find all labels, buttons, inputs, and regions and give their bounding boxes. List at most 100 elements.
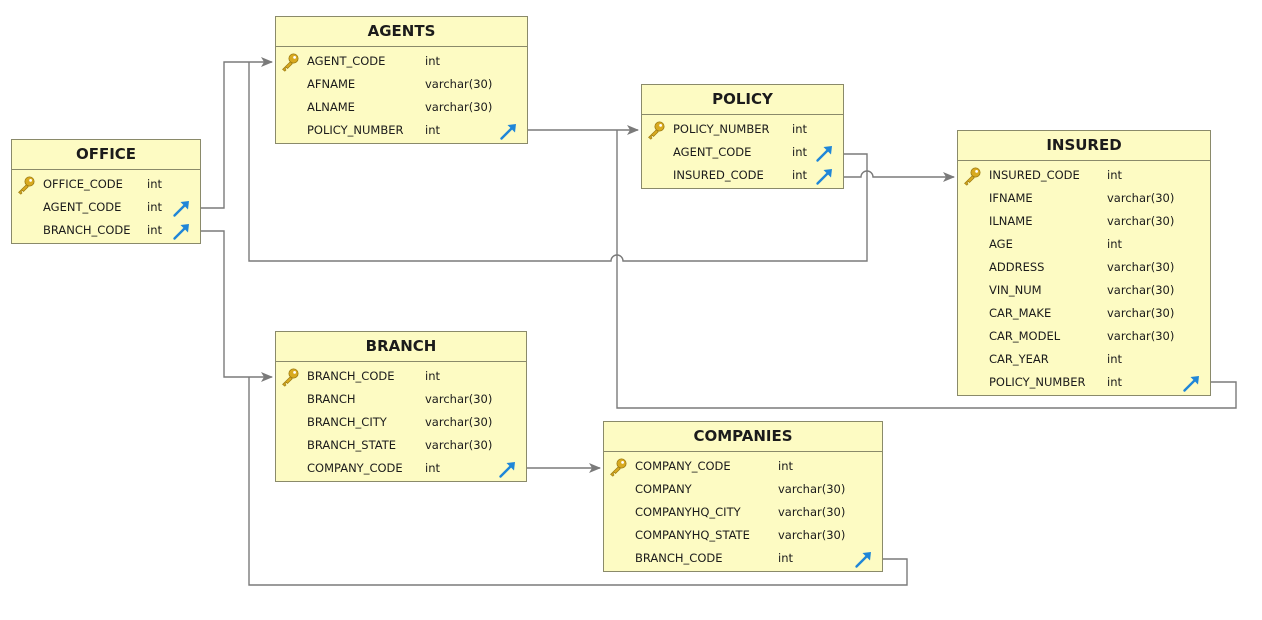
column-type: int [147, 223, 162, 237]
column-name: AGENT_CODE [307, 54, 386, 68]
foreign-key-arrow-icon [816, 169, 832, 185]
column-row[interactable]: AGENT_CODE int [276, 51, 527, 74]
foreign-key-arrow-icon [173, 201, 189, 217]
entity-title: OFFICE [12, 140, 200, 170]
column-name: IFNAME [989, 191, 1033, 205]
column-name: ILNAME [989, 214, 1033, 228]
entity-title: COMPANIES [604, 422, 882, 452]
column-type: int [425, 54, 440, 68]
column-row[interactable]: AGENT_CODE int [12, 197, 200, 220]
entity-title: POLICY [642, 85, 843, 115]
foreign-key-arrow-icon [855, 552, 871, 568]
column-name: AGENT_CODE [43, 200, 122, 214]
column-type: int [425, 461, 440, 475]
connector-office-agents [201, 57, 273, 209]
entity-title: AGENTS [276, 17, 527, 47]
foreign-key-arrow-icon [1183, 376, 1199, 392]
column-type: varchar(30) [1107, 283, 1175, 297]
column-type: varchar(30) [778, 528, 846, 542]
column-row[interactable]: ALNAME varchar(30) [276, 97, 527, 120]
primary-key-icon [964, 167, 981, 186]
column-row[interactable]: VIN_NUM varchar(30) [958, 280, 1210, 303]
column-row[interactable]: COMPANY_CODE int [276, 458, 526, 481]
column-type: int [1107, 237, 1122, 251]
column-name: AFNAME [307, 77, 356, 91]
column-name: CAR_MODEL [989, 329, 1061, 343]
column-type: varchar(30) [1107, 260, 1175, 274]
column-type: varchar(30) [425, 100, 493, 114]
connector-policy-insured [844, 170, 955, 182]
connector-policy-agents [248, 62, 868, 262]
column-name: BRANCH_CITY [307, 415, 387, 429]
column-name: BRANCH_CODE [43, 223, 131, 237]
column-name: BRANCH_STATE [307, 438, 397, 452]
column-type: int [425, 369, 440, 383]
column-row[interactable]: INSURED_CODE int [958, 165, 1210, 188]
foreign-key-arrow-icon [499, 462, 515, 478]
column-type: int [792, 168, 807, 182]
column-name: AGENT_CODE [673, 145, 752, 159]
connector-companies-branch [248, 377, 908, 586]
foreign-key-arrow-icon [173, 224, 189, 240]
column-type: int [778, 459, 793, 473]
column-row[interactable]: BRANCH_CODE int [12, 220, 200, 243]
column-type: varchar(30) [425, 415, 493, 429]
column-row[interactable]: CAR_MODEL varchar(30) [958, 326, 1210, 349]
column-type: varchar(30) [778, 482, 846, 496]
primary-key-icon [18, 176, 35, 195]
column-name: POLICY_NUMBER [989, 375, 1086, 389]
column-name: INSURED_CODE [989, 168, 1080, 182]
column-type: varchar(30) [778, 505, 846, 519]
column-type: varchar(30) [1107, 329, 1175, 343]
column-name: OFFICE_CODE [43, 177, 123, 191]
column-type: int [147, 200, 162, 214]
entity-title: INSURED [958, 131, 1210, 161]
column-type: varchar(30) [425, 392, 493, 406]
column-name: ALNAME [307, 100, 355, 114]
foreign-key-arrow-icon [500, 124, 516, 140]
column-type: int [425, 123, 440, 137]
primary-key-icon [282, 53, 299, 72]
column-name: VIN_NUM [989, 283, 1042, 297]
column-name: BRANCH [307, 392, 356, 406]
column-type: int [147, 177, 162, 191]
column-type: varchar(30) [1107, 214, 1175, 228]
column-name: BRANCH_CODE [307, 369, 395, 383]
column-type: int [792, 122, 807, 136]
column-type: int [1107, 168, 1122, 182]
column-row[interactable]: COMPANY varchar(30) [604, 479, 882, 502]
column-row[interactable]: ILNAME varchar(30) [958, 211, 1210, 234]
column-row[interactable]: INSURED_CODE int [642, 165, 843, 188]
column-name: COMPANY [635, 482, 692, 496]
column-row[interactable]: OFFICE_CODE int [12, 174, 200, 197]
column-row[interactable]: BRANCH_CITY varchar(30) [276, 412, 526, 435]
column-name: INSURED_CODE [673, 168, 764, 182]
column-row[interactable]: BRANCH varchar(30) [276, 389, 526, 412]
column-name: COMPANY_CODE [307, 461, 403, 475]
column-name: BRANCH_CODE [635, 551, 723, 565]
column-row[interactable]: BRANCH_CODE int [276, 366, 526, 389]
primary-key-icon [610, 458, 627, 477]
